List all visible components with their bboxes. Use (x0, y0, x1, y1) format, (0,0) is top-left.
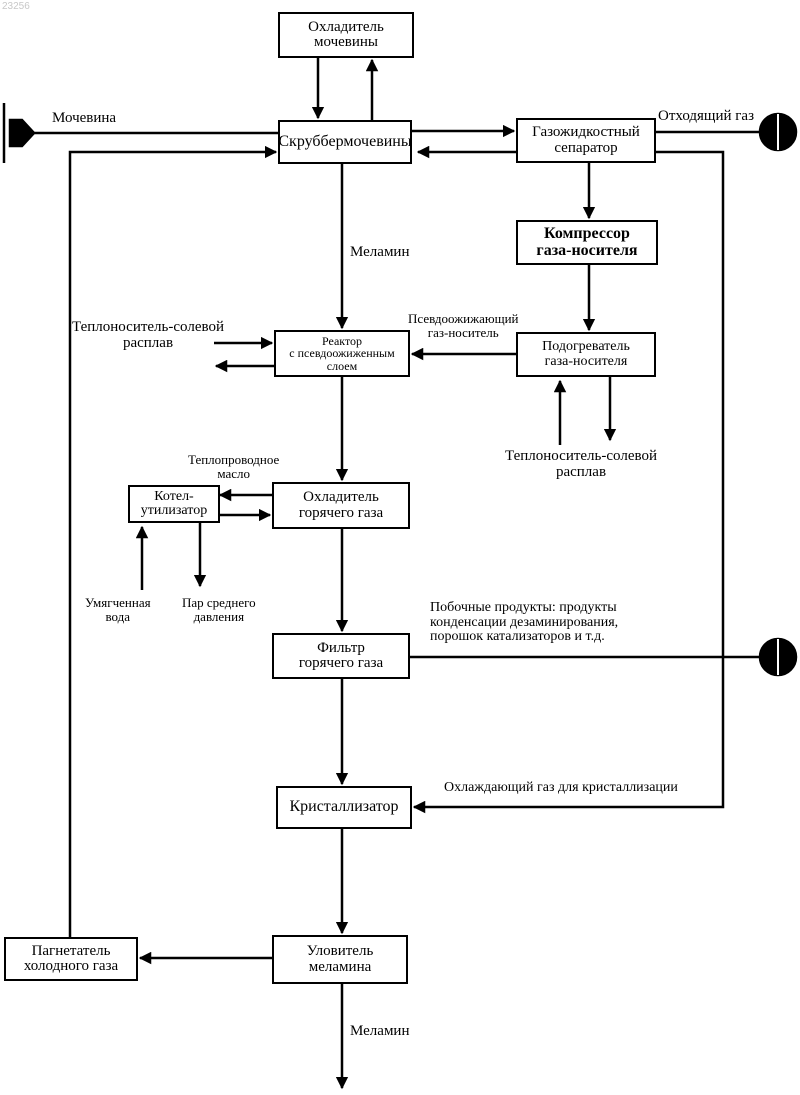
carrier-gas-compressor-box: Компрессор газа-носителя (516, 220, 658, 265)
byproducts-label: Побочные продукты: продукты конденсации … (430, 601, 618, 645)
salt-melt-left-label: Теплоноситель-солевой расплав (72, 320, 224, 352)
hot-gas-filter-box: Фильтр горячего газа (272, 633, 410, 679)
off-gas-label: Отходящий газ (658, 109, 754, 125)
carrier-gas-heater-box: Подогреватель газа-носителя (516, 332, 656, 377)
hot-gas-cooler-box: Охладитель горячего газа (272, 482, 410, 529)
salt-melt-right-label: Теплоноситель-солевой расплав (505, 449, 657, 481)
medium-pressure-steam-label: Пар среднего давления (182, 596, 256, 623)
urea-in-label: Мочевина (52, 111, 116, 127)
fluidizing-gas-label: Псевдоожижающий газ-носитель (408, 312, 519, 339)
urea-scrubber-box: Скруббермочевины (278, 120, 412, 164)
gas-liquid-separator-box: Газожидкостный сепаратор (516, 118, 656, 163)
urea-cooler-box: Охладитель мочевины (278, 12, 414, 58)
melamine-out-label: Меламин (350, 1024, 410, 1040)
thermal-oil-label: Теплопроводное масло (188, 453, 279, 480)
off-gas-outlet-symbol (760, 114, 796, 150)
melamine-catcher-box: Уловитель меламина (272, 935, 408, 984)
flow-blower-to-scrubber (70, 152, 276, 937)
softened-water-label: Умягченная вода (85, 596, 151, 623)
waste-heat-boiler-box: Котел- утилизатор (128, 485, 220, 523)
cooling-gas-label: Охлаждающий газ для кристаллизации (444, 781, 678, 796)
melamine-mid-label: Меламин (350, 245, 410, 261)
crystallizer-box: Кристаллизатор (276, 786, 412, 829)
urea-feed-symbol (4, 103, 34, 163)
fluidized-bed-reactor-box: Реактор с псевдоожиженным слоем (274, 330, 410, 377)
cold-gas-blower-box: Пагнетатель холодного газа (4, 937, 138, 981)
byproducts-outlet-symbol (760, 639, 796, 675)
